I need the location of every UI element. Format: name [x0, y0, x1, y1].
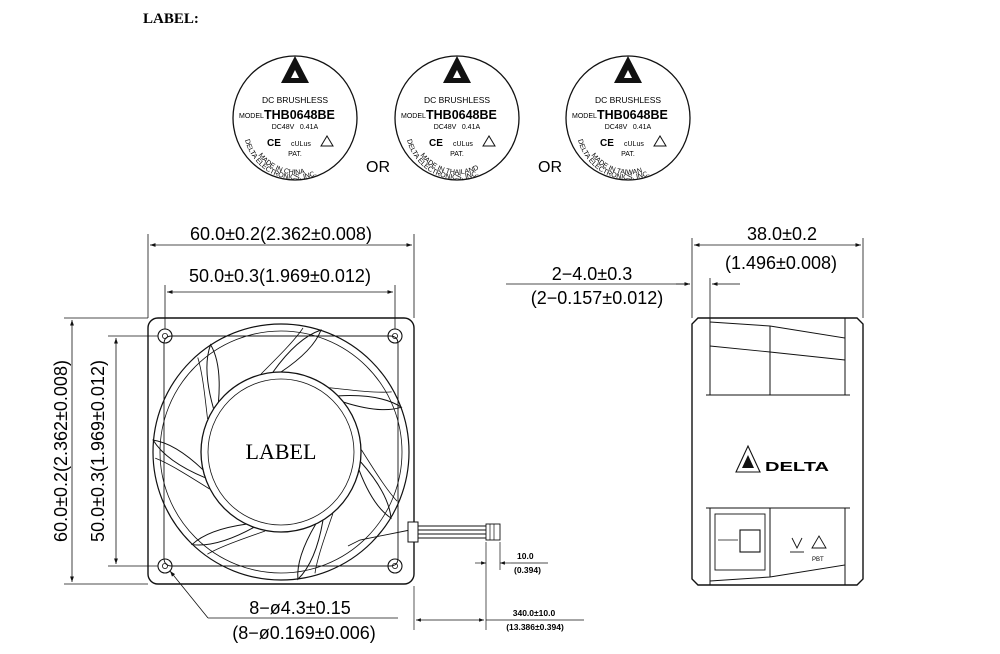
ce-mark: CE: [600, 138, 614, 149]
mounting-hole-center: [161, 563, 168, 570]
front-view: LABEL 60.0±0.: [51, 224, 584, 643]
fan-hub: [200, 371, 362, 533]
fan-blade-edge: [207, 530, 266, 555]
delta-triangle-icon: [614, 56, 642, 83]
dim-lead-length-text: 340.0±10.0: [513, 608, 556, 618]
ce-mark: CE: [429, 138, 443, 149]
label-model: THB0648BE: [426, 108, 497, 122]
label-discs: DC BRUSHLESS MODEL THB0648BE DC48V 0.41A…: [232, 55, 691, 181]
dim-overall-width-text: 60.0±0.2(2.362±0.008): [190, 224, 372, 244]
dim-flange-thickness-text: 2−4.0±0.3: [552, 264, 632, 284]
label-rating-current: 0.41A: [300, 124, 319, 131]
hub-label: LABEL: [246, 439, 317, 464]
dim-flange-thickness: 2−4.0±0.3 (2−0.157±0.012): [506, 264, 740, 318]
delta-logo: DELTA: [735, 444, 830, 474]
label-model-prefix: MODEL: [239, 113, 264, 120]
hub-label-ring: [207, 378, 355, 526]
ul-mark: cULus: [624, 141, 644, 148]
mounting-hole-center: [391, 563, 398, 570]
side-view: PBT DELTA 38.0±0.2 (1.496±0.008) 2−4.0±0…: [506, 224, 864, 586]
label-model-prefix: MODEL: [401, 113, 426, 120]
or-separator-2: OR: [538, 159, 562, 176]
fan-blade-edge: [197, 357, 208, 420]
fan-blade: [358, 461, 392, 520]
label-model: THB0648BE: [264, 108, 335, 122]
label-model-prefix: MODEL: [572, 113, 597, 120]
side-body: [691, 317, 864, 586]
label-disc: DC BRUSHLESS MODEL THB0648BE DC48V 0.41A…: [565, 55, 691, 181]
label-heading: LABEL:: [143, 11, 199, 27]
mounting-hole: [387, 558, 403, 574]
label-model: THB0648BE: [597, 108, 668, 122]
label-pat: PAT.: [621, 151, 635, 158]
label-line1: DC BRUSHLESS: [595, 95, 661, 105]
fan-blade: [152, 439, 205, 479]
dim-overall-height: 60.0±0.2(2.362±0.008): [51, 317, 148, 585]
dim-hole-pitch-horizontal-text: 50.0±0.3(1.969±0.012): [189, 266, 371, 286]
mounting-hole-center: [161, 332, 168, 339]
or-separator-1: OR: [366, 159, 390, 176]
delta-triangle-icon: [281, 56, 309, 83]
dim-hole-pitch-horizontal: 50.0±0.3(1.969±0.012): [164, 266, 396, 329]
label-line1: DC BRUSHLESS: [424, 95, 490, 105]
venturi-outer: [152, 323, 410, 581]
dim-mounting-holes-text-inch: (8−ø0.169±0.006): [232, 623, 375, 643]
dim-mounting-holes: 8−ø4.3±0.15 (8−ø0.169±0.006): [169, 570, 398, 643]
dim-overall-height-text: 60.0±0.2(2.362±0.008): [51, 360, 71, 542]
fan-blade: [206, 343, 220, 409]
frame-inner-edge: [163, 335, 399, 567]
warning-triangle-icon: [653, 135, 667, 147]
label-disc: DC BRUSHLESS MODEL THB0648BE DC48V 0.41A…: [232, 55, 358, 181]
label-line1: DC BRUSHLESS: [262, 95, 328, 105]
fan-blade-edge: [361, 449, 398, 502]
dim-depth-text: 38.0±0.2: [747, 224, 817, 244]
dim-strip-length-text-inch: (0.394): [514, 565, 541, 575]
label-rating-voltage: DC48V: [434, 124, 457, 131]
label-disc: DC BRUSHLESS MODEL THB0648BE DC48V 0.41A…: [394, 55, 520, 181]
delta-triangle-icon: [443, 56, 471, 83]
fan-blade-edge: [314, 513, 334, 574]
dim-lead-length: 340.0±10.0 (13.386±0.394): [413, 570, 584, 632]
dim-depth: 38.0±0.2 (1.496±0.008): [691, 224, 864, 318]
pbt-mark: PBT: [812, 557, 824, 563]
ce-mark: CE: [267, 138, 281, 149]
fan-blade-edge: [329, 387, 392, 393]
dim-strip-length-text: 10.0: [517, 551, 534, 561]
fan-blade: [190, 523, 254, 546]
fan-frame: [147, 317, 415, 585]
ul-mark: cULus: [453, 141, 473, 148]
dim-lead-length-text-inch: (13.386±0.394): [506, 622, 564, 632]
dim-mounting-holes-text: 8−ø4.3±0.15: [249, 598, 350, 618]
mounting-hole-center: [391, 332, 398, 339]
fan-blades: [152, 327, 403, 581]
label-rating-voltage: DC48V: [605, 124, 628, 131]
dim-overall-width: 60.0±0.2(2.362±0.008): [147, 224, 415, 318]
label-pat: PAT.: [450, 151, 464, 158]
fan-blade-edge: [260, 327, 304, 375]
fan-blade: [272, 329, 322, 373]
warning-triangle-icon: [320, 135, 334, 147]
label-pat: PAT.: [288, 151, 302, 158]
dim-flange-thickness-text-inch: (2−0.157±0.012): [531, 288, 663, 308]
brand-name: DELTA: [765, 459, 830, 474]
label-rating-current: 0.41A: [462, 124, 481, 131]
label-rating-voltage: DC48V: [272, 124, 295, 131]
dim-strip-length: 10.0 (0.394): [475, 542, 548, 575]
dim-hole-pitch-vertical: 50.0±0.3(1.969±0.012): [88, 335, 158, 567]
venturi-inner: [159, 330, 403, 574]
ul-mark: cULus: [291, 141, 311, 148]
fan-blade: [338, 395, 403, 411]
warning-triangle-icon: [482, 135, 496, 147]
dim-hole-pitch-vertical-text: 50.0±0.3(1.969±0.012): [88, 360, 108, 542]
dim-depth-text-inch: (1.496±0.008): [725, 253, 837, 273]
label-rating-current: 0.41A: [633, 124, 652, 131]
fan-blade-edge: [155, 457, 210, 490]
fan-blade: [297, 520, 324, 581]
lead-wires: [347, 521, 501, 547]
